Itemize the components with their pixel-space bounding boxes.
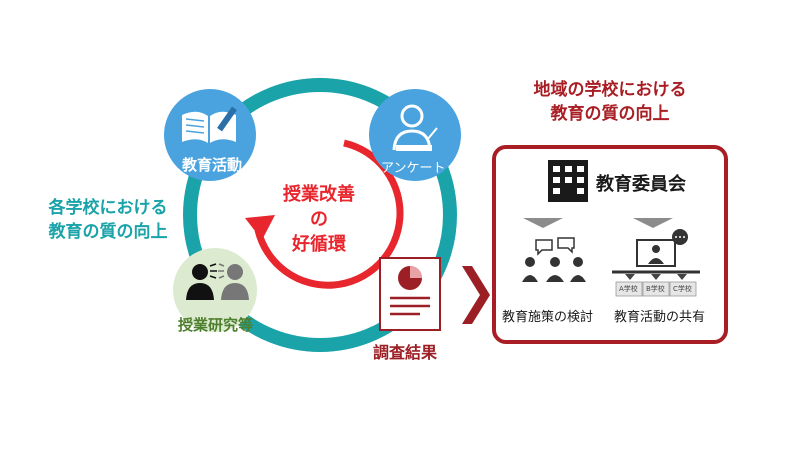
building-icon <box>548 160 588 202</box>
report-document-icon <box>390 266 430 316</box>
node-survey-label: アンケート <box>381 161 446 176</box>
open-book-pen-icon <box>182 106 237 143</box>
school-c-label: C学校 <box>673 285 692 293</box>
node-results <box>379 257 441 331</box>
flow-arrow <box>462 266 490 324</box>
cycle-center-line-2: の <box>310 209 328 230</box>
board-label: 教育委員会 <box>596 174 686 195</box>
down-arrow-right <box>633 218 673 228</box>
node-education-label: 教育活動 <box>182 156 243 174</box>
region-title-line-1: 地域の学校における <box>533 80 687 100</box>
left-caption-line-2: 教育の質の向上 <box>48 222 168 242</box>
school-b-label: B学校 <box>646 285 665 293</box>
person-writing-icon <box>392 104 438 151</box>
school-a-label: A学校 <box>619 285 638 293</box>
node-research-label: 授業研究等 <box>178 316 254 334</box>
two-people-talking-icon <box>186 263 249 300</box>
cycle-center-line-3: 好循環 <box>292 234 346 255</box>
group-discussion-icon <box>522 237 586 282</box>
node-results-label: 調査結果 <box>373 343 438 362</box>
cycle-center-text: 授業改善 の 好循環 <box>272 182 366 257</box>
node-research <box>173 248 257 332</box>
left-caption: 各学校における 教育の質の向上 <box>28 196 188 244</box>
left-caption-line-1: 各学校における <box>48 198 168 218</box>
presentation-screen-icon <box>612 229 700 297</box>
cycle-ring <box>183 78 457 352</box>
region-title-line-2: 教育の質の向上 <box>550 104 670 124</box>
node-survey <box>369 89 461 181</box>
node-education <box>164 89 256 181</box>
cycle-center-line-1: 授業改善 <box>283 184 355 205</box>
sharing-label: 教育活動の共有 <box>614 310 706 325</box>
down-arrow-left <box>523 218 563 228</box>
policy-label: 教育施策の検討 <box>502 310 594 325</box>
region-title: 地域の学校における 教育の質の向上 <box>510 78 710 126</box>
